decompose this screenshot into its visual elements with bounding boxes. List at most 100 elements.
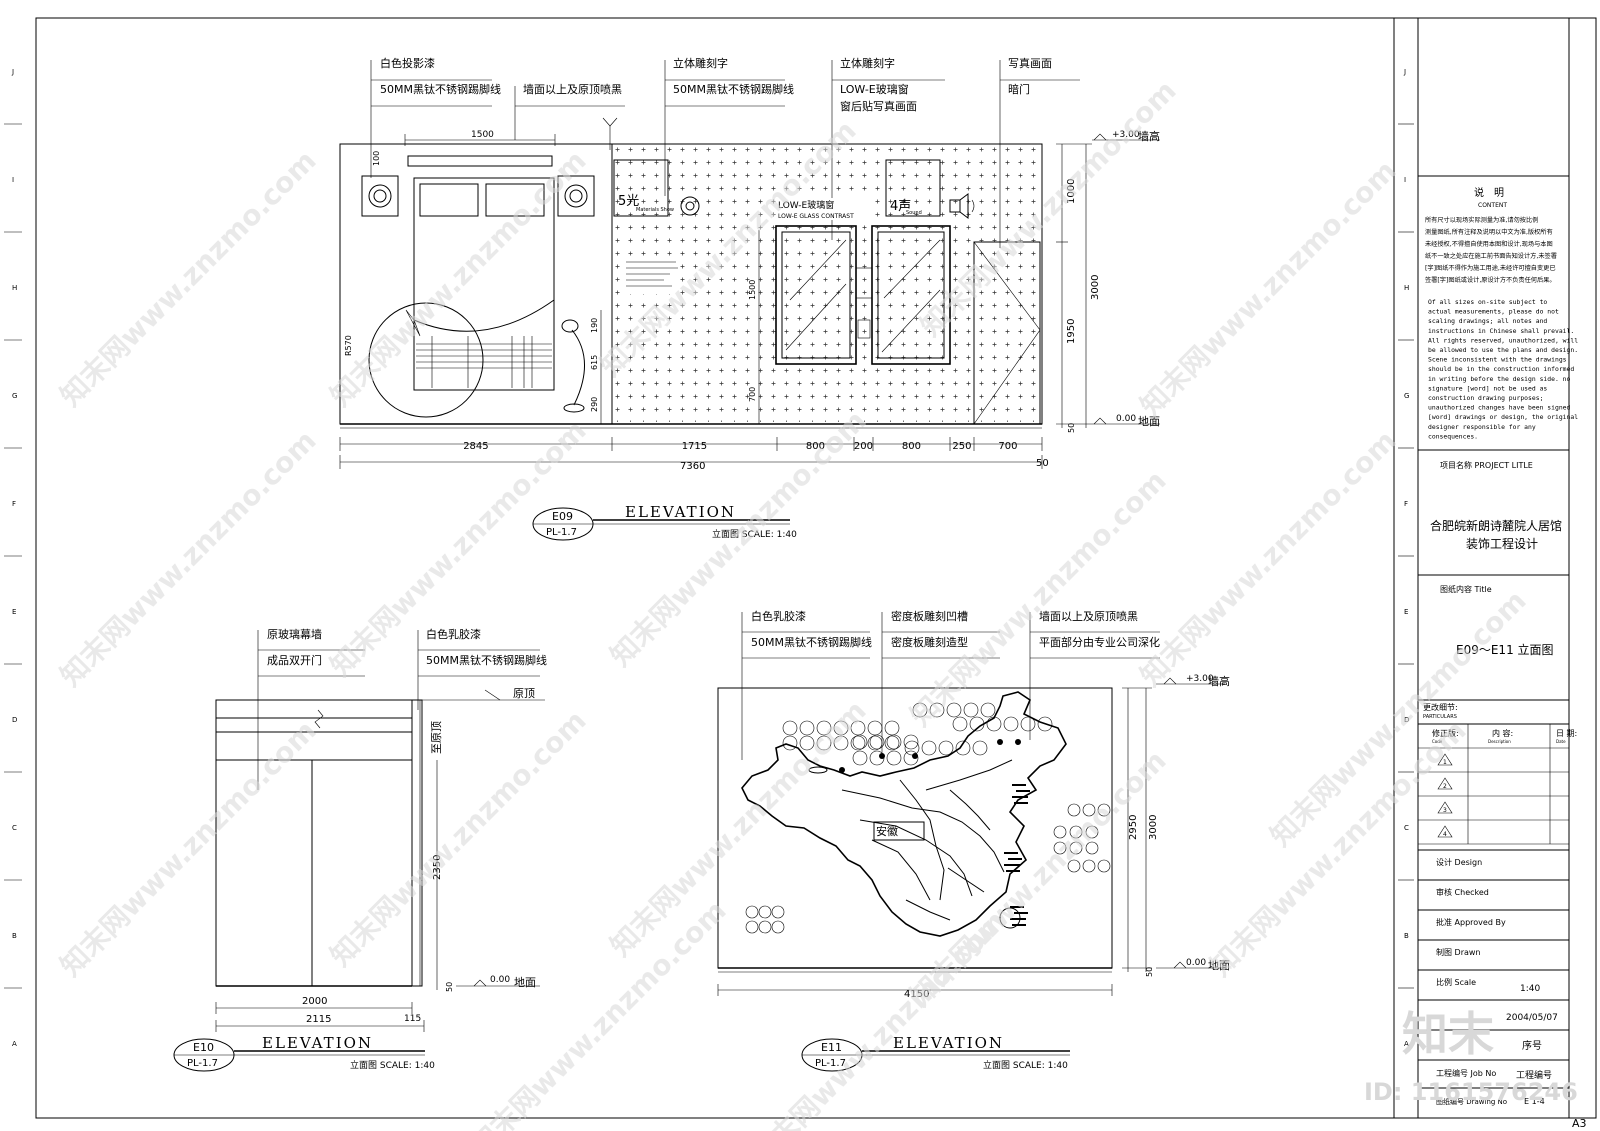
svg-text:2950: 2950: [1128, 815, 1139, 840]
svg-text:2115: 2115: [306, 1014, 331, 1025]
svg-text:190: 190: [590, 318, 599, 333]
row-label-right: C: [1404, 824, 1409, 832]
svg-text:CONTENT: CONTENT: [1478, 202, 1507, 209]
e09-dim-bottom: 700: [998, 441, 1017, 452]
elevation-e09: 白色投影漆 50MM黑钛不锈钢踢脚线 墙面以上及原顶喷黑 立体雕刻字 50MM黑…: [339, 56, 1160, 541]
e09-annotation-1: 白色投影漆 50MM黑钛不锈钢踢脚线: [370, 56, 501, 178]
row-label-left: D: [12, 716, 17, 724]
e10-top-label: 原顶: [513, 687, 535, 700]
svg-text:立体雕刻字: 立体雕刻字: [673, 56, 728, 70]
svg-text:ELEVATION: ELEVATION: [625, 503, 736, 521]
sheet-frame: [4, 17, 1597, 1119]
revision-number: 1: [1443, 759, 1447, 766]
svg-text:修正版:: 修正版:: [1432, 728, 1459, 738]
svg-text:白色乳胶漆: 白色乳胶漆: [426, 627, 481, 641]
svg-text:LOW-E GLASS CONTRAST: LOW-E GLASS CONTRAST: [778, 213, 854, 220]
note-en-line: All rights reserved, unauthorized, will: [1428, 336, 1578, 344]
watermark-text: 知末网www.znzmo.com: [604, 694, 873, 963]
note-en-line: signature [word] not be used as: [1428, 384, 1547, 392]
svg-text:写真画面: 写真画面: [1008, 56, 1052, 70]
revision-number: 3: [1443, 807, 1447, 814]
svg-text:0.00: 0.00: [490, 975, 510, 985]
e09-dim-bottom: 800: [902, 441, 921, 452]
notes-cn: 所有尺寸以现场实际测量为准,请勿按比例测量图纸,所有注释及说明以中文为准,版权所…: [1425, 216, 1557, 284]
svg-text:+3.00: +3.00: [1186, 674, 1214, 684]
e09-dim-bottom: 1715: [682, 441, 707, 452]
svg-text:4150: 4150: [904, 989, 929, 1000]
row-label-left: B: [12, 932, 17, 940]
project-name-1: 合肥皖新朗诗麓院人居馆: [1430, 518, 1562, 533]
e09-dim-1500: 1500: [471, 130, 494, 140]
svg-text:密度板雕刻造型: 密度板雕刻造型: [891, 635, 968, 649]
svg-text:内 容:: 内 容:: [1492, 728, 1513, 738]
row-label-left: I: [12, 176, 14, 184]
svg-text:E10: E10: [193, 1041, 214, 1054]
svg-text:50: 50: [1067, 423, 1076, 433]
svg-text:图纸编号 Drawing No: 图纸编号 Drawing No: [1436, 1097, 1507, 1106]
svg-text:成品双开门: 成品双开门: [267, 653, 322, 667]
svg-text:安徽: 安徽: [876, 824, 898, 838]
svg-text:白色投影漆: 白色投影漆: [380, 56, 435, 70]
svg-text:4声: 4声: [890, 199, 911, 214]
svg-text:3000: 3000: [1090, 275, 1101, 300]
svg-text:PL-1.7: PL-1.7: [546, 527, 577, 538]
svg-text:1:40: 1:40: [1520, 984, 1540, 994]
svg-text:白色乳胶漆: 白色乳胶漆: [751, 609, 806, 623]
e11-china-map: 安徽: [741, 691, 1067, 937]
svg-text:PL-1.7: PL-1.7: [815, 1058, 846, 1069]
svg-text:PL-1.7: PL-1.7: [187, 1058, 218, 1069]
svg-text:窗后贴写真画面: 窗后贴写真画面: [840, 99, 917, 113]
e11-wall: [717, 687, 1113, 969]
svg-text:100: 100: [372, 151, 381, 166]
svg-text:序号: 序号: [1522, 1039, 1542, 1052]
svg-text:比例 Scale: 比例 Scale: [1436, 977, 1476, 987]
e09-dim-end: 50: [1036, 458, 1049, 469]
svg-text:工程编号: 工程编号: [1516, 1069, 1552, 1081]
svg-text:Code: Code: [1432, 739, 1443, 744]
e09-bed: [368, 155, 555, 418]
svg-text:平面部分由专业公司深化: 平面部分由专业公司深化: [1039, 635, 1160, 649]
row-label-left: G: [12, 392, 17, 400]
notes-title: 说 明: [1474, 186, 1504, 199]
note-cn-line: 测量图纸,所有注释及说明以中文为准,版权所有: [1425, 228, 1553, 236]
watermark-logo: 知末 ID: 1161576246: [1364, 1007, 1578, 1106]
svg-text:制图 Drawn: 制图 Drawn: [1436, 947, 1481, 957]
row-label-right: B: [1404, 932, 1409, 940]
row-label-left: E: [12, 608, 16, 616]
e09-sign-5: 5光 Materials Show: [613, 159, 700, 217]
svg-text:密度板雕刻凹槽: 密度板雕刻凹槽: [891, 609, 968, 623]
row-label-right: G: [1404, 392, 1409, 400]
svg-text:Sound: Sound: [906, 210, 922, 216]
note-en-line: Scene inconsistent with the drawings: [1428, 356, 1567, 364]
watermark-text: 知末网www.znzmo.com: [904, 464, 1173, 733]
e09-dim-bottom: 250: [952, 441, 971, 452]
note-en-line: unauthorized changes have been signed: [1428, 404, 1571, 412]
e09-annotation-2: 墙面以上及原顶喷黑: [514, 82, 625, 150]
e10-dim-height: 2350: [432, 855, 443, 880]
e09-hidden-door: [973, 241, 1041, 425]
e11-level-top: +3.00 墙高: [1156, 674, 1230, 688]
title-block: 说 明 CONTENT 所有尺寸以现场实际测量为准,请勿按比例测量图纸,所有注释…: [1418, 175, 1578, 1106]
watermark-text: 知末网www.znzmo.com: [1134, 424, 1403, 693]
svg-text:PARTICULARS: PARTICULARS: [1423, 714, 1457, 720]
svg-text:1950: 1950: [1066, 319, 1077, 344]
note-cn-line: 未经授权,不得擅自使用本图和设计,现场与本图: [1425, 240, 1553, 248]
svg-text:50: 50: [445, 982, 454, 992]
watermark-text: 知末网www.znzmo.com: [1134, 154, 1403, 423]
e09-dim-bottom: 800: [806, 441, 825, 452]
note-cn-line: 纸不一致之处应在施工前书面告知设计方,未签署: [1425, 252, 1557, 260]
watermark-text: 知末网www.znzmo.com: [324, 414, 593, 683]
svg-text:墙高: 墙高: [1138, 129, 1160, 143]
e11-annotation-2: 密度板雕刻凹槽 密度板雕刻造型: [881, 609, 1000, 756]
svg-text:立面图 SCALE: 1:40: 立面图 SCALE: 1:40: [712, 528, 797, 540]
watermark-text: 知末网www.znzmo.com: [464, 894, 733, 1131]
e09-sign-4: 4声 Sound: [885, 159, 975, 219]
row-label-left: J: [11, 68, 14, 76]
svg-text:1000: 1000: [1066, 179, 1077, 204]
svg-text:E 1-4: E 1-4: [1524, 1097, 1545, 1106]
e10-level-floor: 0.00 地面: [456, 975, 540, 989]
